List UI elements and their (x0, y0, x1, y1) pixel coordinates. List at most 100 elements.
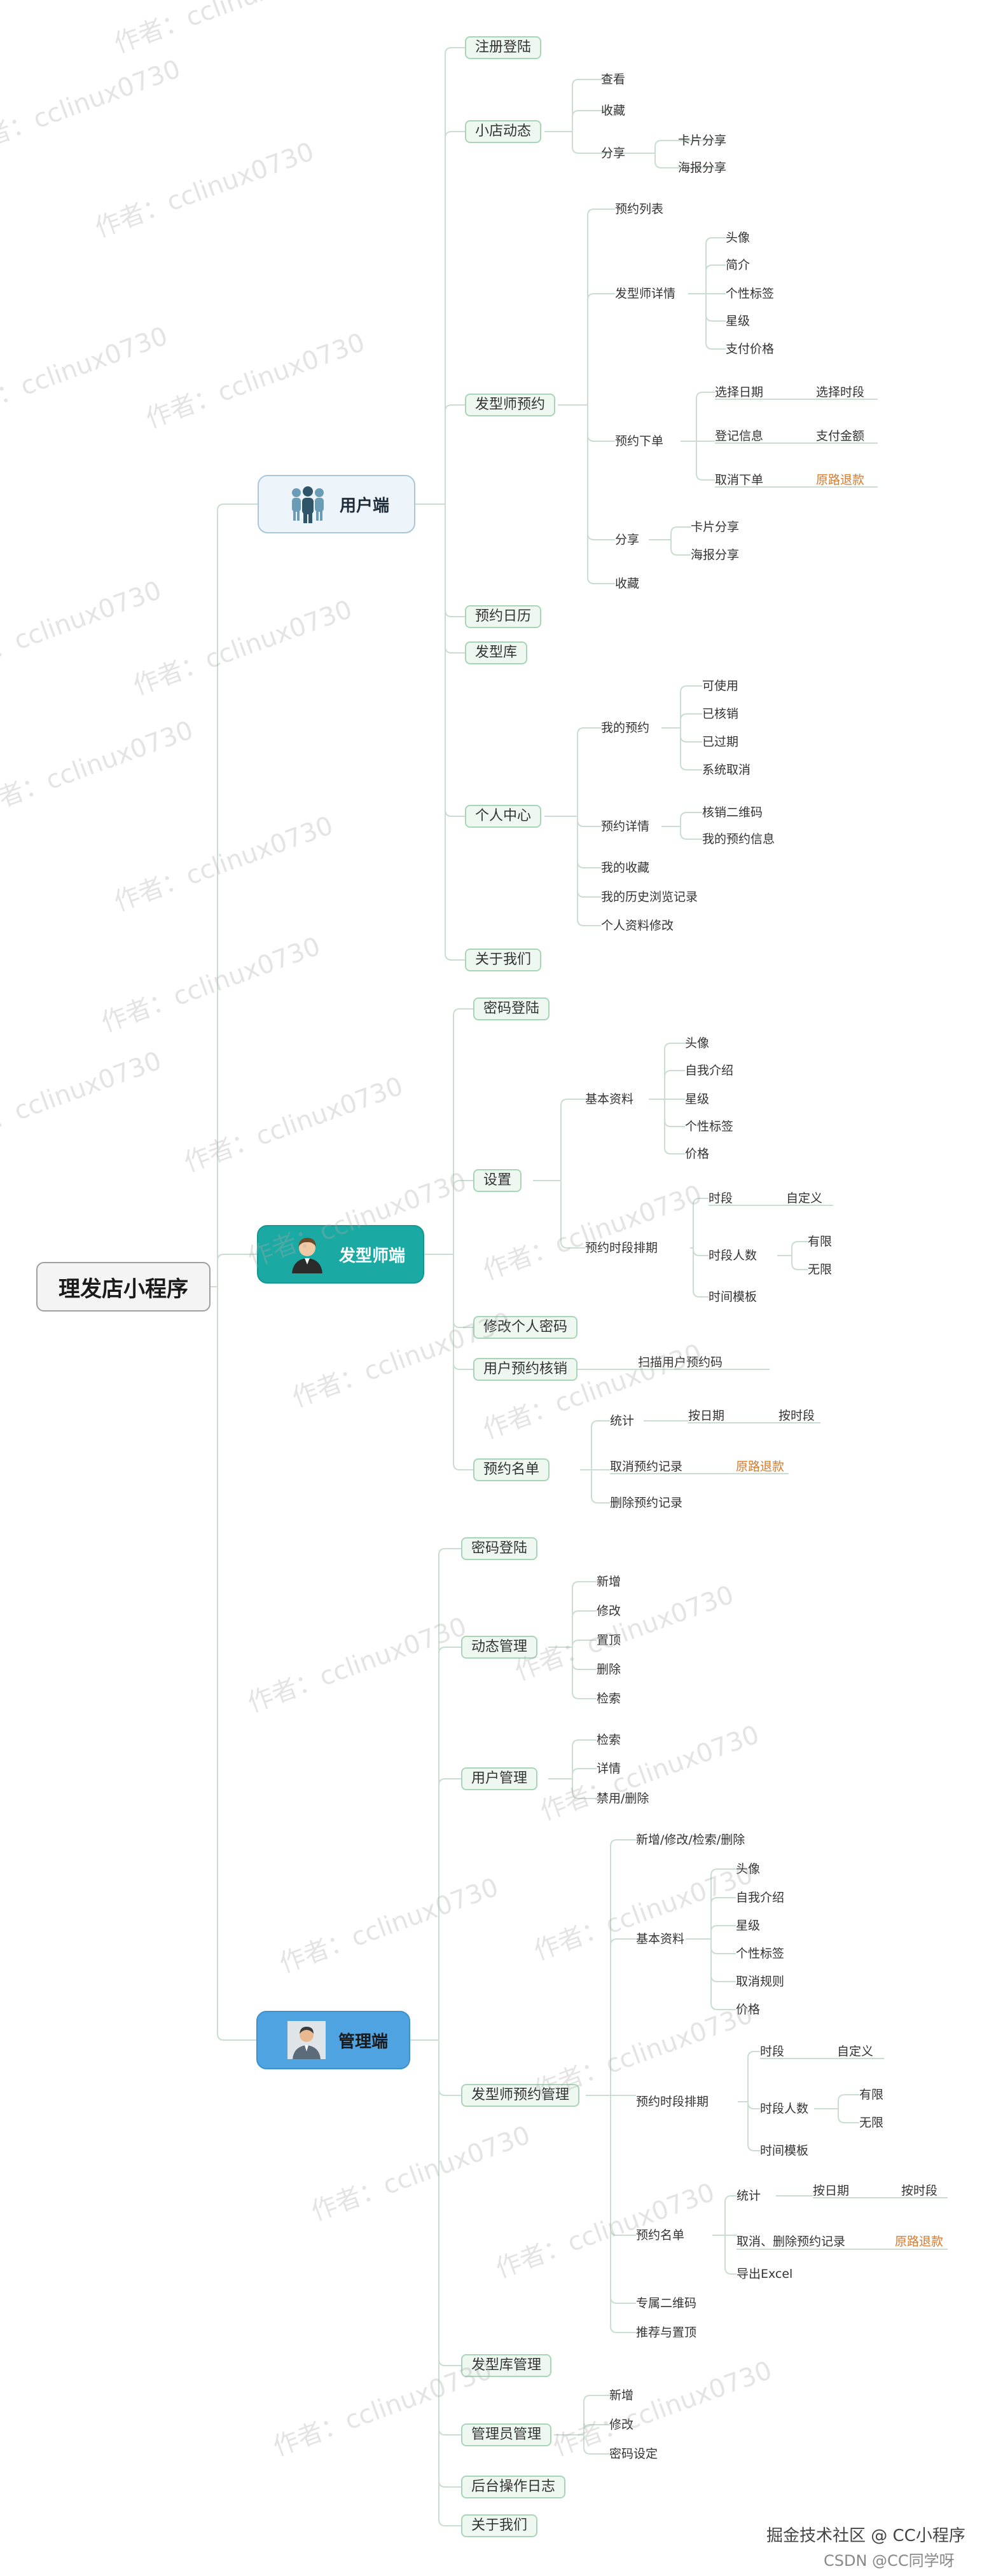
admin-stylists-basic: 基本资料 (636, 1932, 685, 1946)
admin-avatar-icon (287, 2021, 326, 2059)
admin-stylists-refund: 原路退款 (895, 2235, 944, 2249)
admin-stylists-excel: 导出Excel (736, 2267, 793, 2281)
stylist-pwd[interactable]: 修改个人密码 (473, 1316, 578, 1339)
stylist-roster-cancelrec: 取消预约记录 (610, 1460, 683, 1474)
admin-logs[interactable]: 后台操作日志 (461, 2476, 566, 2498)
admin-stylists-roster: 预约名单 (636, 2228, 685, 2242)
stylist-login[interactable]: 密码登陆 (473, 997, 550, 1020)
user-booking-date: 选择日期 (715, 385, 764, 399)
stylist-verify[interactable]: 用户预约核销 (473, 1358, 578, 1381)
admin-stylists-rules: 取消规则 (736, 1975, 785, 1989)
user-booking-pay: 支付金额 (816, 429, 865, 443)
admin-stylists-custom: 自定义 (837, 2045, 874, 2059)
stylist-roster[interactable]: 预约名单 (473, 1458, 550, 1481)
user-center-qr: 核销二维码 (702, 805, 763, 819)
user-booking-detail: 发型师详情 (615, 287, 676, 301)
user-center[interactable]: 个人中心 (465, 805, 542, 828)
admin-about[interactable]: 关于我们 (461, 2514, 538, 2537)
branch-admin-label: 管理端 (338, 2032, 389, 2052)
user-booking-refund: 原路退款 (816, 473, 865, 487)
admin-stylists-qr: 专属二维码 (636, 2296, 697, 2310)
admin-stylists-unlimited: 无限 (859, 2116, 884, 2130)
user-booking-avatar: 头像 (726, 231, 750, 245)
user-booking-fav: 收藏 (615, 577, 640, 591)
user-booking-poster: 海报分享 (691, 548, 740, 562)
user-center-syscancel: 系统取消 (702, 763, 751, 777)
stylist-settings-price: 价格 (685, 1147, 710, 1161)
admin-stylists[interactable]: 发型师预约管理 (461, 2084, 580, 2107)
admin-managers[interactable]: 管理员管理 (461, 2423, 552, 2446)
user-booking-tags: 个性标签 (726, 287, 775, 301)
user-booking[interactable]: 发型师预约 (465, 394, 556, 416)
admin-stylists-schedule: 预约时段排期 (636, 2095, 709, 2109)
admin-stylists-template: 时间模板 (760, 2144, 809, 2158)
user-booking-cancel: 取消下单 (715, 473, 764, 487)
admin-stylists-recommend: 推荐与置顶 (636, 2326, 697, 2340)
user-booking-order: 预约下单 (615, 434, 664, 448)
stylist-settings-tags: 个性标签 (685, 1120, 734, 1134)
admin-styles[interactable]: 发型库管理 (461, 2354, 552, 2377)
branch-admin[interactable]: 管理端 (256, 2011, 410, 2069)
user-about[interactable]: 关于我们 (465, 949, 542, 971)
user-center-done: 已核销 (702, 707, 739, 721)
admin-users-detail: 详情 (597, 1762, 621, 1776)
stylist-settings-basic: 基本资料 (585, 1092, 634, 1106)
user-center-detail: 预约详情 (601, 819, 650, 833)
user-styles[interactable]: 发型库 (465, 641, 528, 664)
stylist-settings-avatar: 头像 (685, 1036, 710, 1050)
admin-login[interactable]: 密码登陆 (461, 1537, 538, 1560)
branch-stylist-label: 发型师端 (339, 1246, 406, 1266)
root-node[interactable]: 理发店小程序 (36, 1262, 211, 1312)
user-register[interactable]: 注册登陆 (465, 36, 542, 59)
footer-csdn: CSDN @CC同学呀 (824, 2552, 955, 2570)
user-center-info: 我的预约信息 (702, 832, 775, 846)
admin-stylists-cancelrec: 取消、删除预约记录 (736, 2235, 846, 2249)
stylist-settings-slot: 时段 (709, 1191, 733, 1205)
admin-stylists-star: 星级 (736, 1919, 761, 1933)
admin-stylists-limited: 有限 (859, 2088, 884, 2102)
stylist-roster-stat: 统计 (610, 1414, 635, 1428)
stylist-settings-custom: 自定义 (786, 1191, 823, 1205)
admin-stylists-slot: 时段 (760, 2045, 785, 2059)
user-center-profile: 个人资料修改 (601, 919, 674, 933)
admin-stylists-intro: 自我介绍 (736, 1891, 785, 1905)
stylist-avatar-icon (292, 1238, 322, 1273)
admin-users-search: 检索 (597, 1733, 621, 1747)
user-booking-intro: 简介 (726, 258, 750, 272)
admin-news-del: 删除 (597, 1662, 621, 1676)
admin-managers-add: 新增 (609, 2388, 634, 2402)
admin-managers-edit: 修改 (609, 2418, 634, 2432)
admin-news-search: 检索 (597, 1692, 621, 1706)
admin-stylists-crud: 新增/修改/检索/删除 (636, 1833, 745, 1847)
user-shop-share: 分享 (601, 146, 626, 160)
stylist-settings-schedule: 预约时段排期 (585, 1241, 658, 1255)
admin-stylists-stat: 统计 (736, 2189, 761, 2203)
admin-news[interactable]: 动态管理 (461, 1636, 538, 1659)
user-center-expired: 已过期 (702, 735, 739, 749)
admin-stylists-bydate: 按日期 (813, 2184, 850, 2198)
stylist-settings-star: 星级 (685, 1092, 710, 1106)
admin-stylists-count: 时段人数 (760, 2102, 809, 2116)
admin-users[interactable]: 用户管理 (461, 1767, 538, 1790)
user-center-history: 我的历史浏览记录 (601, 890, 698, 904)
user-booking-list: 预约列表 (615, 202, 664, 216)
user-booking-share: 分享 (615, 533, 640, 547)
branch-user[interactable]: 用户端 (258, 475, 415, 533)
admin-stylists-avatar: 头像 (736, 1862, 761, 1876)
user-shop-poster: 海报分享 (678, 161, 727, 175)
stylist-settings[interactable]: 设置 (473, 1169, 522, 1192)
user-booking-card: 卡片分享 (691, 520, 740, 534)
branch-user-label: 用户端 (340, 496, 390, 516)
stylist-roster-delrec: 删除预约记录 (610, 1496, 683, 1510)
stylist-settings-count: 时段人数 (709, 1249, 757, 1263)
branch-stylist[interactable]: 发型师端 (257, 1225, 424, 1284)
user-booking-slot: 选择时段 (816, 385, 865, 399)
user-shop[interactable]: 小店动态 (465, 120, 542, 143)
user-calendar[interactable]: 预约日历 (465, 605, 542, 628)
admin-news-top: 置顶 (597, 1633, 621, 1647)
stylist-settings-limited: 有限 (808, 1235, 833, 1249)
admin-stylists-price: 价格 (736, 2003, 761, 2017)
user-booking-star: 星级 (726, 314, 750, 328)
admin-stylists-tags: 个性标签 (736, 1947, 785, 1961)
